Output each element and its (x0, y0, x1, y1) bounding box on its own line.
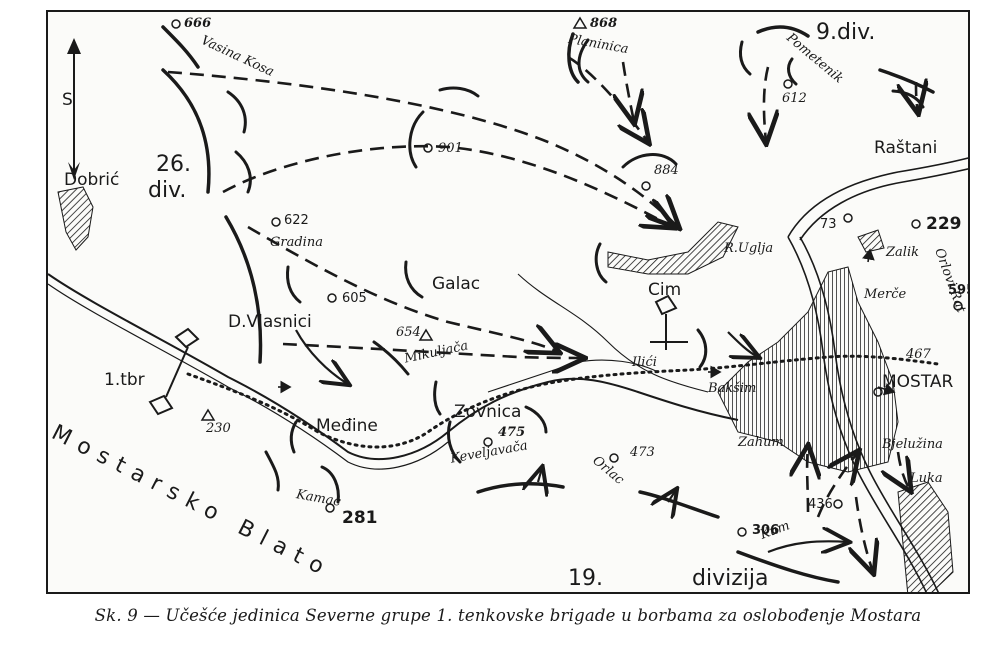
figure-caption: Sk. 9 — Učešće jedinica Severne grupe 1.… (94, 606, 922, 625)
height-868: 868 (590, 16, 618, 31)
height-605: 605 (342, 291, 367, 306)
place-zalik: Zalik (886, 245, 919, 260)
hatch-south-east (897, 481, 954, 592)
height-306: 306 (752, 523, 780, 538)
height-281: 281 (342, 508, 378, 528)
map-frame: S 26. div. 9.div. 19. divizija 1.tbr Dob… (46, 10, 970, 594)
north-label: S (62, 90, 73, 110)
place-galac: Galac (432, 274, 481, 294)
place-medine: Međine (316, 416, 378, 436)
place-r-uglja: R.Uglja (724, 241, 774, 256)
brigade-label: 1.tbr (104, 370, 145, 390)
division-26-label-1: 26. (156, 152, 191, 177)
height-473: 473 (630, 445, 655, 460)
height-467: 467 (906, 347, 931, 362)
height-884: 884 (654, 163, 679, 178)
height-654: 654 (396, 325, 421, 340)
place-gradina: Gradina (270, 235, 323, 250)
height-475: 475 (498, 425, 526, 440)
place-cim: Cim (648, 280, 682, 300)
height-230: 230 (206, 421, 231, 436)
place-d-vlasnici: D.Vlasnici (228, 312, 312, 332)
height-622: 622 (284, 213, 309, 228)
place-rastani: Raštani (874, 138, 938, 158)
place-mostar: MOSTAR (882, 372, 954, 392)
place-luka: Luka (910, 471, 943, 486)
height-229: 229 (926, 214, 962, 234)
height-666: 666 (184, 16, 212, 31)
division-9-label: 9.div. (816, 20, 876, 45)
hatch-dobric (57, 186, 94, 251)
attack-arrows-solid (295, 329, 848, 552)
position-brackets (226, 38, 925, 504)
place-baksim: Bakšim (708, 381, 757, 396)
height-595: 595 (948, 283, 968, 298)
height-73: 73 (820, 217, 837, 232)
map-drawing (48, 16, 968, 592)
attack-arrows-dashed (167, 55, 918, 572)
road-line (48, 273, 739, 470)
small-arrows (278, 248, 896, 396)
place-bjeluzina: Bjelužina (882, 437, 943, 452)
tank-unit-icon (148, 294, 688, 416)
division-19-number: 19. (568, 566, 603, 591)
division-26-label-2: div. (148, 178, 187, 203)
place-dobric: Dobrić (64, 170, 120, 190)
north-arrow-icon (67, 38, 81, 180)
height-markers (171, 16, 963, 537)
place-ilici: Ilići (632, 355, 657, 370)
place-zahum: Zahum (738, 435, 784, 450)
height-901: 901 (438, 141, 463, 156)
division-19-word: divizija (692, 566, 769, 591)
place-zovnica: Zovnica (454, 402, 522, 422)
brigade-route-dotted (186, 354, 940, 449)
hatch-zalik (857, 229, 885, 253)
height-612: 612 (782, 91, 807, 106)
height-436: 436 (808, 497, 833, 512)
place-merce: Merče (864, 287, 907, 302)
ridge-hatch-cim (607, 221, 739, 275)
